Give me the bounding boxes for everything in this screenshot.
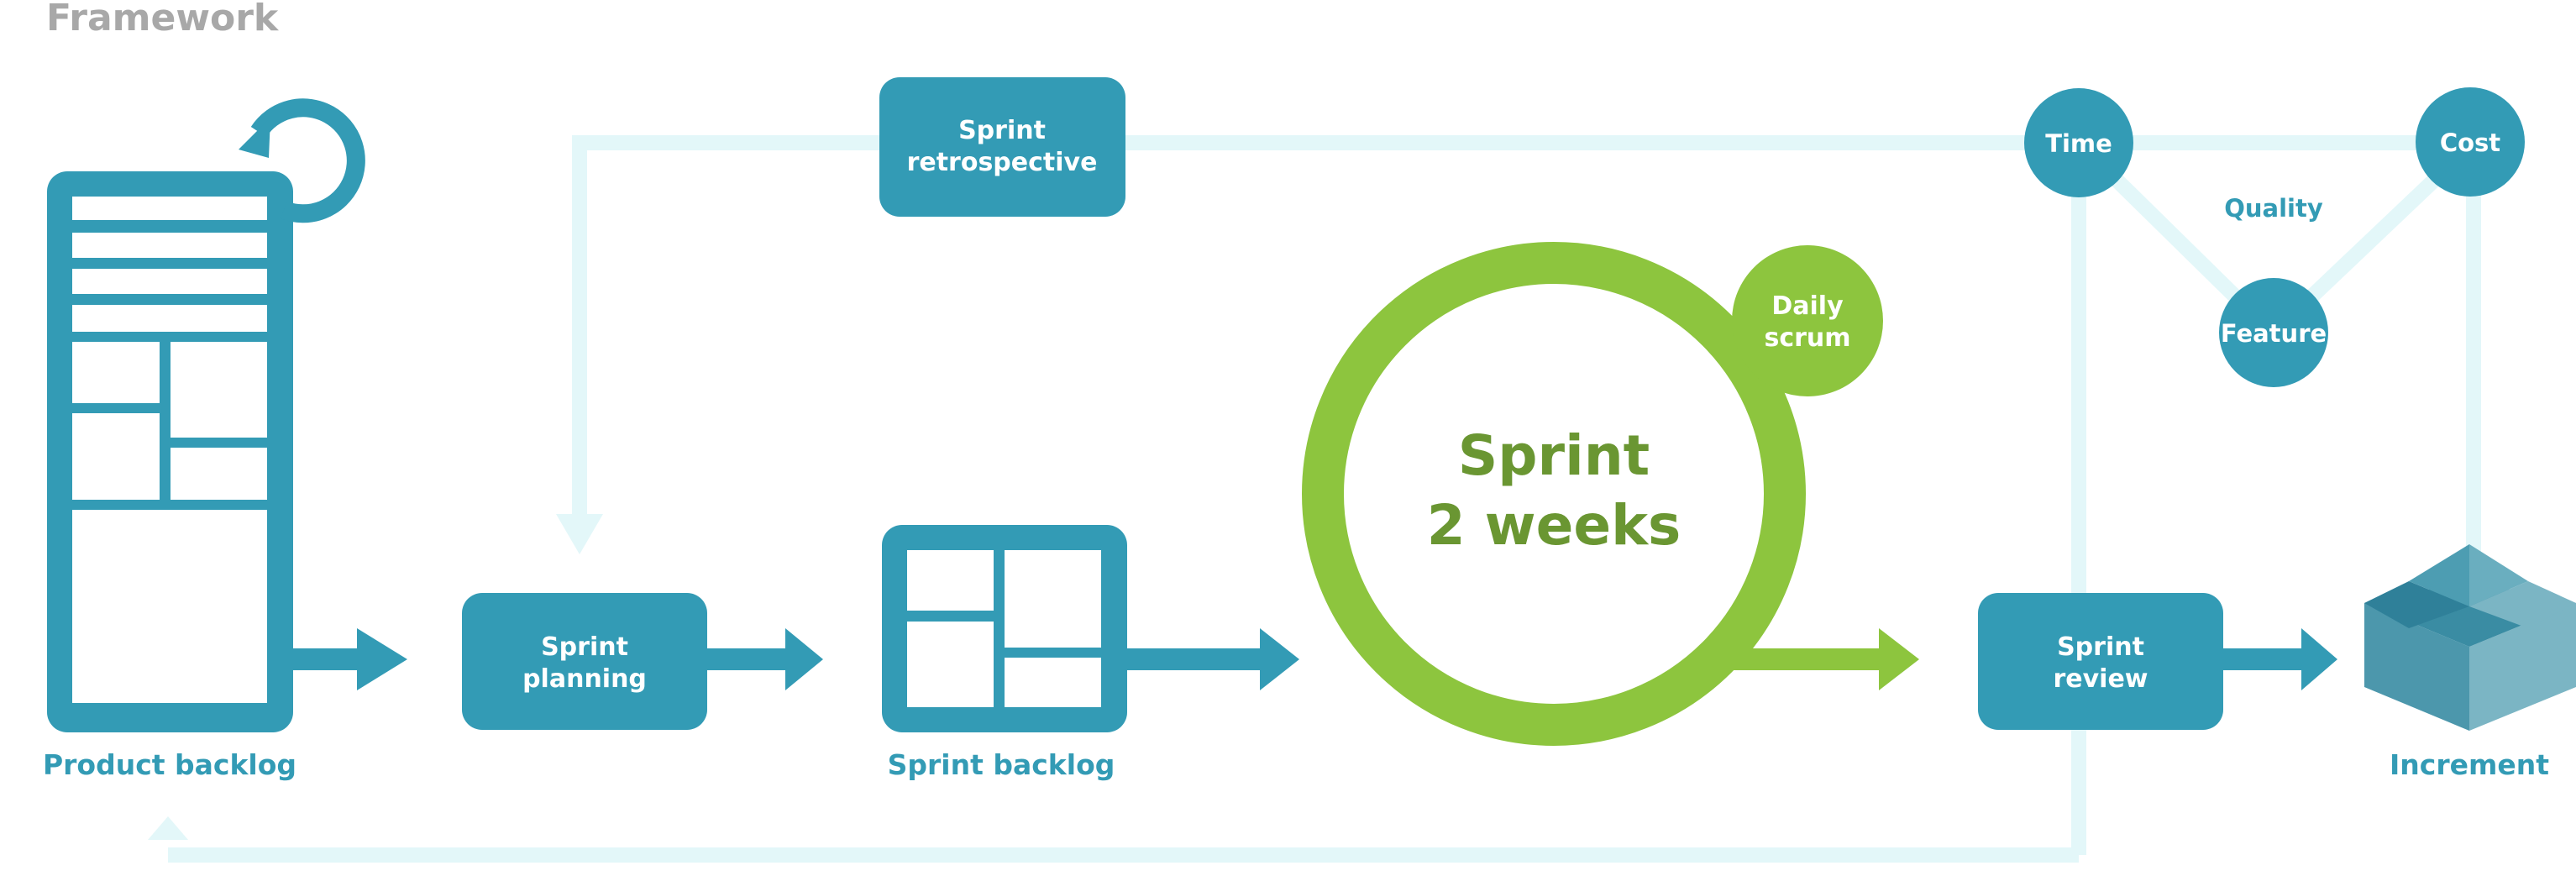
arrow-to-sprint-backlog <box>704 628 823 690</box>
feedback-loop <box>148 135 2481 863</box>
feature-label: Feature <box>2221 319 2327 348</box>
increment-box-icon <box>2364 544 2576 731</box>
cost-node <box>2416 87 2525 197</box>
sprint-duration: 2 weeks <box>1427 493 1681 558</box>
page-title: Framework <box>46 0 280 39</box>
sprint-planning-line2: planning <box>522 664 647 694</box>
feature-node <box>2219 278 2328 387</box>
time-label: Time <box>2045 129 2112 158</box>
sprint-title: Sprint <box>1458 423 1650 488</box>
product-backlog-label: Product backlog <box>43 748 296 781</box>
sprint-review-line2: review <box>2053 664 2148 694</box>
sprint-planning-box: Sprint planning <box>462 593 707 730</box>
sprint-review-line1: Sprint <box>2057 632 2144 662</box>
daily-scrum-line1: Daily <box>1771 291 1844 321</box>
sprint-cycle: Sprint 2 weeks <box>1302 242 1806 746</box>
time-node <box>2024 88 2133 197</box>
sprint-planning-line1: Sprint <box>541 632 628 662</box>
iron-triangle: Time Cost Feature Quality <box>2024 87 2525 387</box>
refresh-arrow-icon <box>239 98 365 223</box>
sprint-retrospective-line2: retrospective <box>907 148 1098 177</box>
arrow-to-sprint <box>1124 628 1299 690</box>
arrow-to-planning <box>290 628 407 690</box>
sprint-retrospective-line1: Sprint <box>958 116 1046 145</box>
increment-label: Increment <box>2390 748 2549 781</box>
sprint-backlog-board <box>882 525 1127 732</box>
arrow-to-increment <box>2220 628 2337 690</box>
product-backlog-board <box>47 171 293 732</box>
daily-scrum-line2: scrum <box>1764 323 1850 353</box>
daily-scrum-bubble: Daily scrum <box>1732 245 1883 396</box>
sprint-backlog-label: Sprint backlog <box>888 748 1115 781</box>
cost-label: Cost <box>2440 129 2500 157</box>
sprint-review-box: Sprint review <box>1978 593 2223 730</box>
sprint-retrospective-box: Sprint retrospective <box>879 77 1125 217</box>
arrow-to-review <box>1730 628 1919 690</box>
quality-label: Quality <box>2224 194 2323 223</box>
